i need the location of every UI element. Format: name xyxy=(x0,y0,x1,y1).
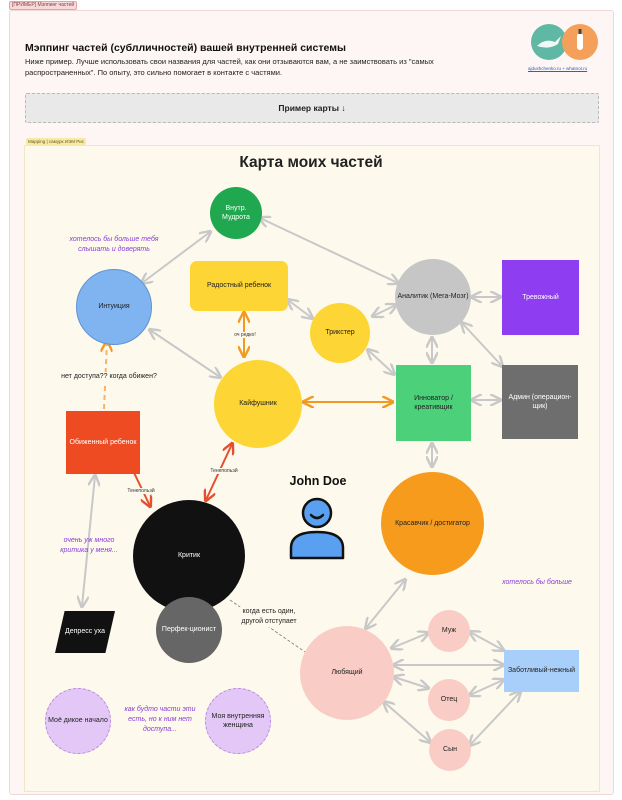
note-want-more: хотелось бы больше xyxy=(502,579,572,586)
note-want-hear: хотелось бы больше тебя слышать и доверя… xyxy=(69,236,159,253)
person-name: John Doe xyxy=(289,474,347,488)
map-title: Карта моих частей xyxy=(239,154,383,171)
example-map-toggle[interactable]: Пример карты ↓ xyxy=(25,93,599,123)
node-wild[interactable]: Моё дикое начало xyxy=(45,688,111,754)
node-joyful-child[interactable]: Радостный ребенок xyxy=(190,261,288,311)
label-tense-1: Тенепольэй xyxy=(121,488,161,494)
page-subtitle: Ниже пример. Лучше использовать свои наз… xyxy=(25,57,434,77)
edge-son-caring xyxy=(470,692,520,745)
edge-intuition-kaifushnik xyxy=(150,330,220,377)
edge-joyful-trickster xyxy=(288,300,312,318)
edge-handsome-loving xyxy=(366,580,405,628)
node-kaifushnik[interactable]: Кайфушник xyxy=(214,360,302,448)
edge-offended-intuition xyxy=(104,342,107,410)
edge-husband-caring xyxy=(470,632,503,650)
page-title: Мэппинг частей (сублличностей) вашей вну… xyxy=(25,42,346,54)
node-perfectionist[interactable]: Перфек-ционист xyxy=(156,597,222,663)
label-rarely-side: оч редко! xyxy=(228,332,262,338)
frame-tag: [ПРИМЕР] Мэппинг частей xyxy=(9,1,78,10)
node-father[interactable]: Отец xyxy=(428,679,470,721)
label-no-access: нет доступа?? когда обижен? xyxy=(48,372,170,382)
author-avatar-1 xyxy=(531,24,567,60)
node-admin[interactable]: Админ (операцион-щик) xyxy=(502,365,578,439)
label-tense-2: Тенепольэй xyxy=(204,468,244,474)
note-parts-no-access: как будто части эти есть, но к ним нет д… xyxy=(124,706,196,733)
node-offended-child[interactable]: Обиженный ребенок xyxy=(66,411,140,474)
node-depression[interactable]: Депресс уха xyxy=(55,611,115,653)
label-when-alone: когда есть один, другой отступает xyxy=(232,607,306,627)
node-wisdom[interactable]: Внутр. Мудрота xyxy=(210,187,262,239)
node-intuition[interactable]: Интуиция xyxy=(76,269,152,345)
credit-link[interactable]: ajdushchenko.ru + whatnot.ru xyxy=(528,66,588,71)
edge-offended-depression xyxy=(82,476,95,606)
node-analyst[interactable]: Аналитик (Мега-Мозг) xyxy=(395,259,471,335)
note-lot-criticism: очень уж много критика у меня... xyxy=(60,537,118,554)
edge-loving-husband xyxy=(392,633,428,648)
node-critic[interactable]: Критик xyxy=(133,500,245,612)
board-tag: Mapping | самурк ИЭМ Рис xyxy=(26,138,86,145)
node-son[interactable]: Сын xyxy=(429,729,471,771)
edge-analyst-admin xyxy=(462,323,502,366)
node-handsome[interactable]: Красавчик / достигатор xyxy=(381,472,484,575)
edge-trickster-analyst xyxy=(373,305,396,316)
node-trickster[interactable]: Трикстер xyxy=(310,303,370,363)
edge-loving-father xyxy=(394,677,428,688)
edge-loving-son xyxy=(384,702,430,742)
edge-wisdom-analyst xyxy=(260,218,398,283)
edge-wisdom-intuition xyxy=(142,232,210,283)
node-inner-woman[interactable]: Моя внутренняя женщина xyxy=(205,688,271,754)
node-anxious[interactable]: Тревожный xyxy=(502,260,579,335)
node-caring[interactable]: Заботливый-нежный xyxy=(504,650,579,692)
edge-trickster-innovator xyxy=(368,350,394,374)
author-avatar-2 xyxy=(562,24,598,60)
person-icon xyxy=(289,497,345,560)
node-innovator[interactable]: Инноватор / креативщик xyxy=(396,365,471,441)
node-loving[interactable]: Любящий xyxy=(300,626,394,720)
node-husband[interactable]: Муж xyxy=(428,610,470,652)
edge-father-caring xyxy=(470,680,503,695)
